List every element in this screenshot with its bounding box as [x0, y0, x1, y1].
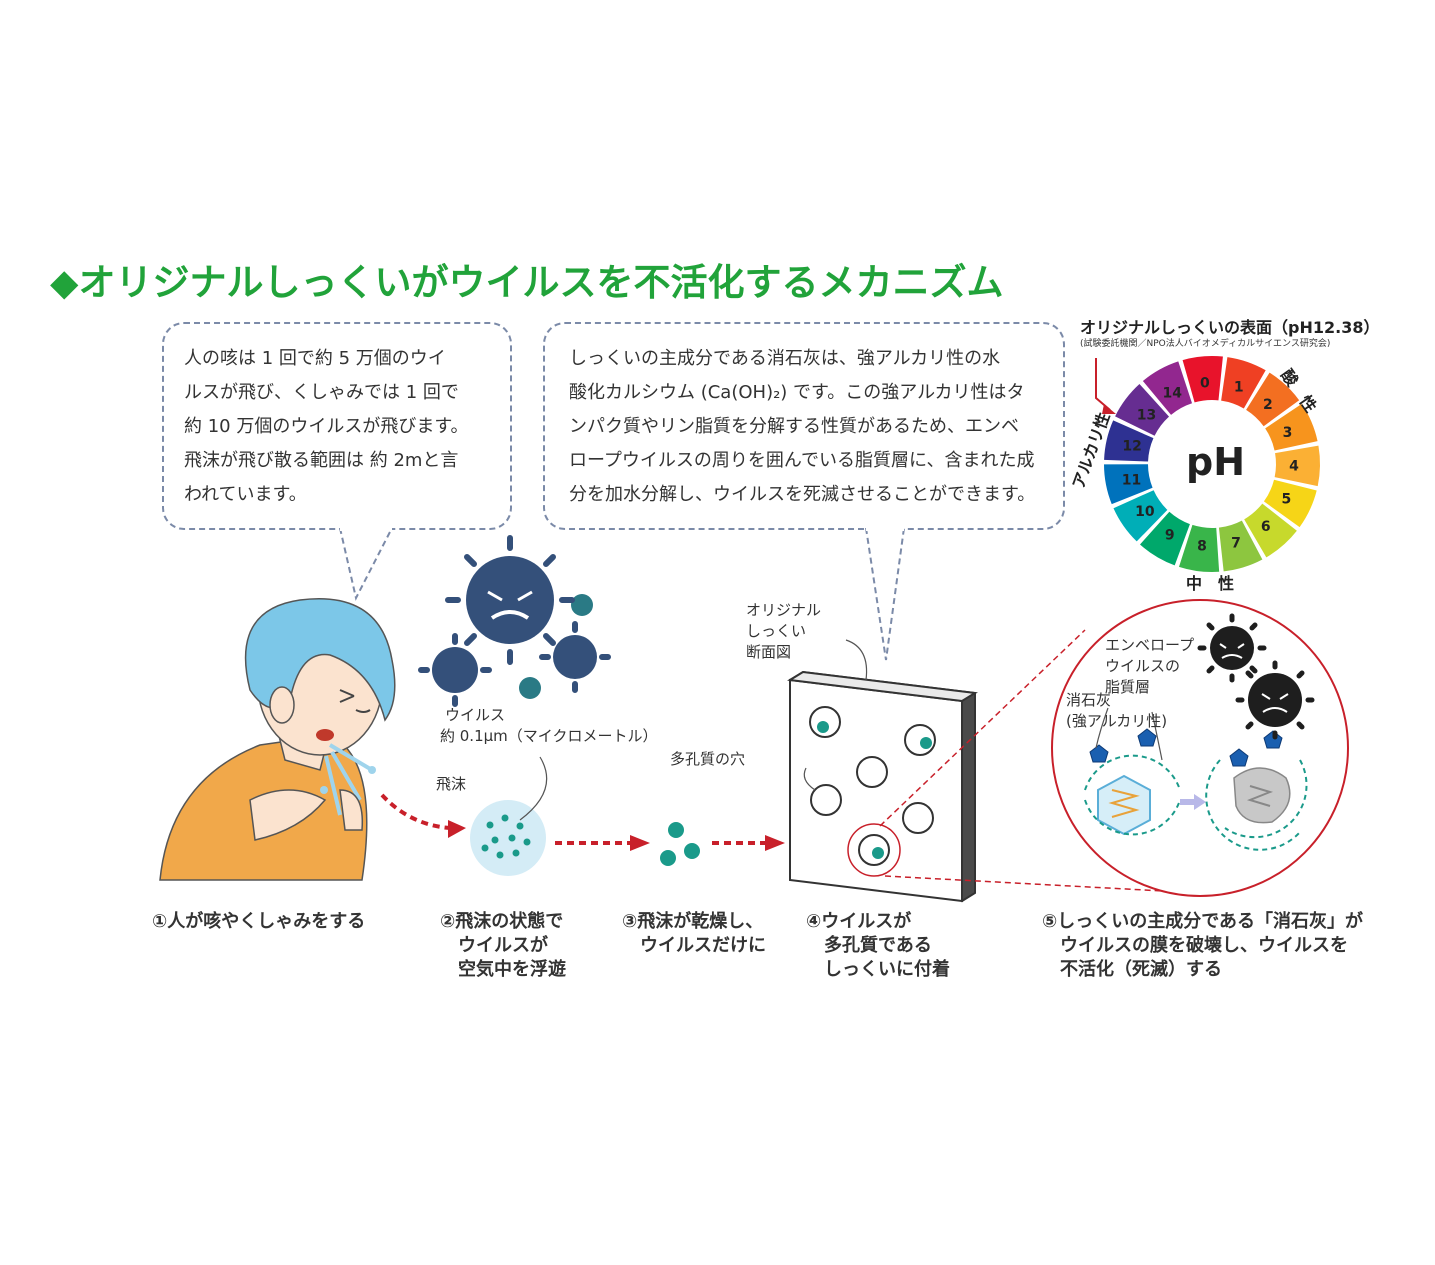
- bubble-tail-right: [865, 527, 905, 661]
- step-caption-line: ウイルスの膜を破壊し、ウイルスを: [1060, 935, 1348, 956]
- bubble-line: 分を加水分解し、ウイルスを死滅させることができます。: [569, 484, 1036, 505]
- bubble-line: 人の咳は 1 回で約 5 万個のウイ: [184, 348, 446, 369]
- ph-segment: [1142, 361, 1193, 415]
- ph-number: 8: [1197, 538, 1207, 554]
- virus-label: ウイルス: [445, 706, 506, 724]
- slaked-lime-label: 消石灰 (強アルカリ性): [1066, 690, 1167, 732]
- ph-source: (試験委託機関／NPO法人バイオメディカルサイエンス研究会): [1080, 339, 1331, 349]
- porous-hole-label: 多孔質の穴: [670, 750, 746, 768]
- bubble-line: われています。: [184, 484, 307, 505]
- ph-neutral-label: 中 性: [1186, 574, 1235, 593]
- step-caption-5: ⑤しっくいの主成分である「消石灰」が ウイルスの膜を破壊し、ウイルスを 不活化（…: [1042, 910, 1363, 982]
- cross-section-label: オリジナル しっくい 断面図: [746, 600, 821, 663]
- step-caption-1: ①人が咳やくしゃみをする: [152, 910, 365, 934]
- step-caption-line: 不活化（死滅）する: [1060, 959, 1222, 980]
- speech-bubble-lime: しっくいの主成分である消石灰は、強アルカリ性の水 酸化カルシウム (Ca(OH)…: [543, 322, 1065, 530]
- step-caption-line: ①人が咳やくしゃみをする: [152, 911, 366, 932]
- virus-spikes: [418, 535, 611, 707]
- step-caption-line: ③飛沫が乾燥し、: [622, 911, 764, 932]
- step-caption-line: ⑤しっくいの主成分である「消石灰」が: [1042, 911, 1364, 932]
- bubble-line: ンパク質やリン脂質を分解する性質があるため、エンベ: [569, 416, 1019, 437]
- ph-number: 6: [1261, 519, 1271, 535]
- bubble-line: しっくいの主成分である消石灰は、強アルカリ性の水: [569, 348, 1001, 369]
- ph-number: 13: [1137, 408, 1156, 424]
- step-caption-2: ②飛沫の状態で ウイルスが 空気中を浮遊: [440, 910, 566, 982]
- ph-segment: [1113, 490, 1168, 542]
- virus-size-label: 約 0.1μm（マイクロメートル）: [440, 727, 658, 745]
- envelope-line: ウイルスの: [1105, 657, 1181, 675]
- step-caption-line: ウイルスが: [458, 935, 548, 956]
- ph-title: オリジナルしっくいの表面（pH12.38）: [1080, 318, 1380, 337]
- ph-number: 3: [1283, 425, 1293, 441]
- ph-center-label: pH: [1186, 440, 1246, 484]
- ph-segment: [1104, 464, 1153, 505]
- envelope-line: 脂質層: [1105, 678, 1151, 696]
- coughing-person-illustration: [159, 598, 396, 881]
- droplet-label: 飛沫: [436, 775, 467, 793]
- ph-segment: [1182, 356, 1223, 403]
- cross-section-line: 断面図: [746, 643, 792, 661]
- ph-segment: [1274, 445, 1321, 487]
- ph-wheel-center: [1150, 402, 1274, 526]
- ph-segment: [1178, 524, 1220, 572]
- page-title: ◆オリジナルしっくいがウイルスを不活化するメカニズム: [50, 261, 1004, 304]
- step-caption-line: しっくいに付着: [824, 959, 950, 980]
- bubble-line: ルスが飛び、くしゃみでは 1 回で: [184, 382, 459, 403]
- bubble-line: 飛沫が飛び散る範囲は 約 2mと言: [184, 450, 459, 471]
- step-caption-4: ④ウイルスが 多孔質である しっくいに付着: [806, 910, 950, 982]
- bubble-line: 酸化カルシウム (Ca(OH)₂) です。この強アルカリ性はタ: [569, 382, 1025, 403]
- ph-segment: [1244, 503, 1297, 558]
- slaked-lime-line: 消石灰: [1066, 691, 1112, 709]
- dead-virus-icons: [1210, 626, 1302, 727]
- ph-color-wheel: [1104, 356, 1321, 572]
- step-caption-line: ④ウイルスが: [806, 911, 912, 932]
- zoom-marker: [847, 823, 901, 877]
- step-caption-line: 多孔質である: [824, 935, 932, 956]
- ph-number: 1: [1234, 379, 1244, 395]
- speech-bubble-cough: 人の咳は 1 回で約 5 万個のウイ ルスが飛び、くしゃみでは 1 回で 約 1…: [162, 322, 512, 530]
- step-caption-line: ウイルスだけに: [640, 935, 766, 956]
- ph-segment: [1246, 372, 1300, 427]
- droplet-virus-dots: [481, 814, 531, 859]
- cross-section-line: しっくい: [746, 622, 807, 640]
- ph-number: 11: [1122, 473, 1141, 489]
- ph-segment: [1115, 383, 1170, 436]
- ph-number: 0: [1200, 375, 1210, 391]
- dried-virus-dots: [660, 822, 700, 866]
- envelope-virus-destroyed: [1205, 759, 1308, 851]
- flow-arrows: [380, 793, 765, 845]
- ph-segment: [1221, 357, 1266, 409]
- ph-number: 7: [1231, 535, 1241, 551]
- ph-number: 12: [1122, 439, 1141, 455]
- virus-cluster-illustration: [432, 556, 597, 699]
- ph-segment: [1140, 511, 1190, 566]
- ph-number: 5: [1281, 492, 1291, 508]
- bubble-line: 約 10 万個のウイルスが飛びます。: [184, 416, 469, 437]
- slaked-lime-line: (強アルカリ性): [1066, 712, 1168, 730]
- step-caption-3: ③飛沫が乾燥し、 ウイルスだけに: [622, 910, 766, 958]
- envelope-virus-intact: [1084, 754, 1181, 836]
- ph-segment: [1218, 520, 1263, 572]
- ph-segment: [1265, 403, 1318, 451]
- bubble-line: ロープウイルスの周りを囲んでいる脂質層に、含まれた成: [569, 450, 1035, 471]
- step-caption-line: ②飛沫の状態で: [440, 911, 564, 932]
- ph-number: 4: [1289, 458, 1299, 474]
- ph-number: 14: [1163, 385, 1183, 401]
- ph-segment: [1104, 420, 1154, 462]
- step-caption-line: 空気中を浮遊: [458, 959, 566, 980]
- ph-segment: [1263, 479, 1317, 528]
- droplet-circle: [470, 800, 546, 876]
- cross-section-line: オリジナル: [746, 601, 822, 619]
- envelope-line: エンベロープ: [1105, 636, 1195, 654]
- envelope-label: エンベロープ ウイルスの 脂質層: [1105, 635, 1194, 698]
- ph-number: 10: [1135, 504, 1155, 520]
- ph-number: 9: [1165, 527, 1175, 543]
- bubble-tail-left: [339, 527, 393, 601]
- ph-number: 2: [1263, 397, 1273, 413]
